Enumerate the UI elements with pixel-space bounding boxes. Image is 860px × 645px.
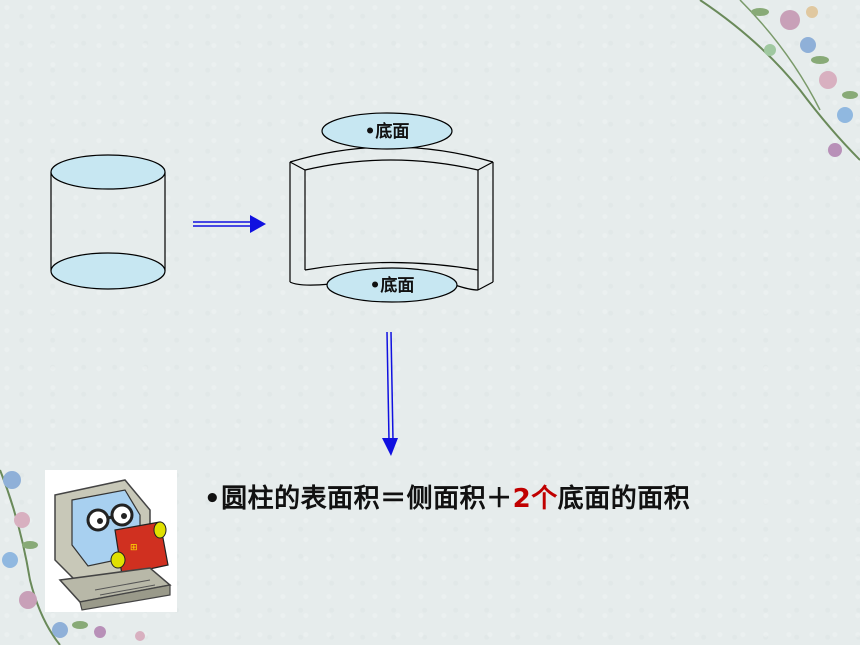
top-base-label: •底面 bbox=[365, 121, 410, 142]
bottom-base-label: •底面 bbox=[370, 275, 415, 296]
opened-cylinder-icon bbox=[289, 146, 494, 291]
cylinder-icon bbox=[50, 154, 166, 290]
flower-decoration-bottom-left bbox=[0, 469, 145, 645]
formula-highlight: 2个 bbox=[512, 484, 558, 514]
top-base-oval: •底面 bbox=[321, 112, 453, 150]
bottom-base-oval: •底面 bbox=[326, 267, 458, 303]
flower-decoration-top-right bbox=[699, 0, 860, 161]
formula-part2: 底面的面积 bbox=[557, 484, 691, 514]
computer-mascot-icon: ⊞ bbox=[45, 470, 177, 612]
svg-text:⊞: ⊞ bbox=[130, 543, 138, 553]
formula-part1: •圆柱的表面积＝侧面积＋ bbox=[204, 484, 513, 514]
surface-area-formula: •圆柱的表面积＝侧面积＋2个底面的面积 bbox=[204, 478, 690, 515]
right-arrow-icon bbox=[193, 215, 266, 233]
cylinder-top-base bbox=[50, 154, 166, 190]
cylinder-bottom-base bbox=[50, 252, 166, 290]
down-arrow-icon bbox=[382, 331, 398, 456]
